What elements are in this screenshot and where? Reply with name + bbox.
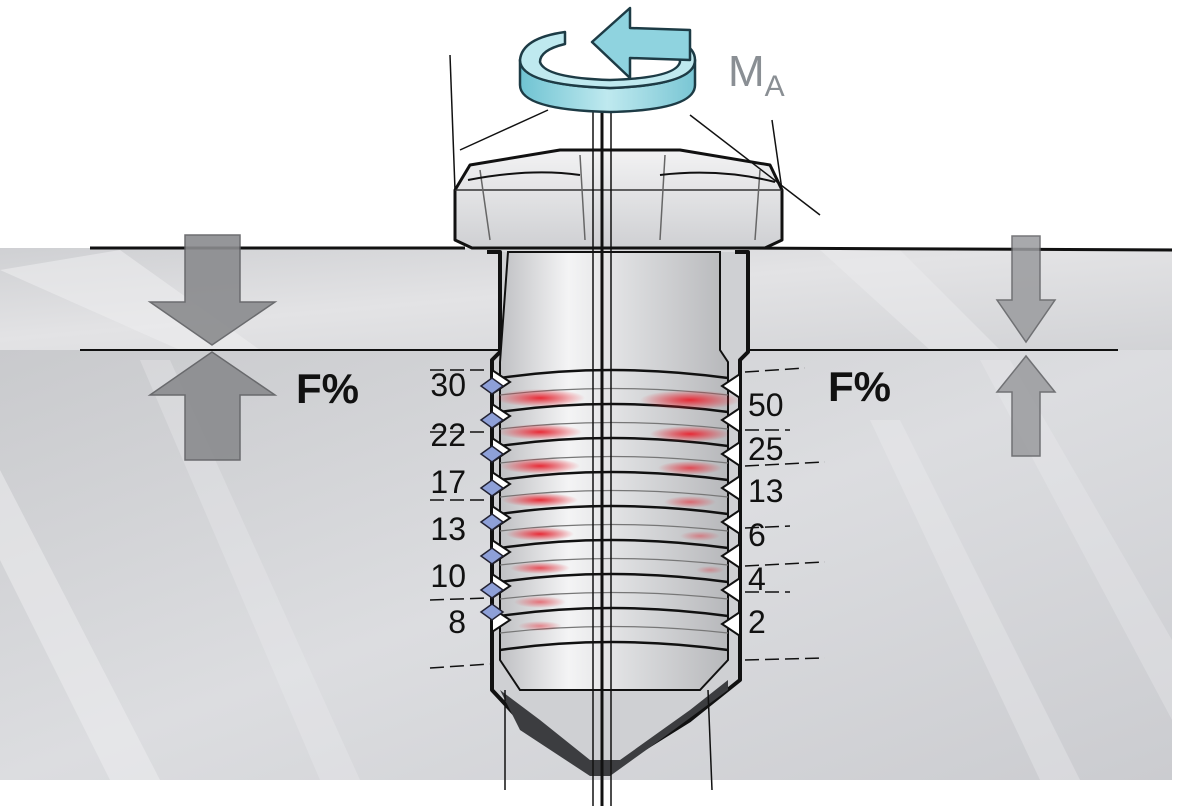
load-highlight-right-6 bbox=[696, 566, 724, 574]
rotation-arrow-icon bbox=[518, 6, 697, 114]
left-load-label: 13 bbox=[430, 511, 466, 547]
right-load-label: 50 bbox=[748, 387, 784, 423]
load-highlight-right-3 bbox=[658, 461, 722, 475]
joint-lines bbox=[80, 246, 1173, 351]
thread-marker-6 bbox=[479, 547, 505, 565]
torque-label: MA bbox=[728, 47, 785, 103]
left-load-label: 30 bbox=[430, 367, 466, 403]
force-arrow-right-up bbox=[995, 354, 1057, 457]
right-load-label: 25 bbox=[748, 431, 784, 467]
force-label-right: F% bbox=[828, 363, 891, 410]
load-highlight-left-7 bbox=[514, 596, 566, 608]
left-load-label: 8 bbox=[448, 604, 466, 640]
right-thread-load-labels: 50 25 13 6 4 2 bbox=[748, 387, 784, 640]
load-highlight-right-5 bbox=[680, 531, 720, 541]
thread-marker-2 bbox=[479, 411, 505, 429]
right-load-label: 13 bbox=[748, 473, 784, 509]
force-arrow-icon bbox=[147, 234, 1057, 461]
load-highlight-left-5 bbox=[506, 527, 574, 541]
load-highlight-left-8 bbox=[518, 621, 562, 631]
right-load-label: 6 bbox=[748, 517, 766, 553]
force-arrow-left-down bbox=[147, 234, 278, 346]
thread-load-highlights bbox=[495, 389, 740, 631]
load-highlight-right-4 bbox=[664, 496, 716, 508]
construction-lines bbox=[429, 54, 826, 806]
load-highlight-left-6 bbox=[510, 562, 570, 574]
bolt-threads bbox=[499, 368, 729, 652]
thread-marker-8 bbox=[479, 603, 505, 621]
left-load-label: 10 bbox=[430, 558, 466, 594]
thread-marker-4 bbox=[479, 479, 505, 497]
load-highlight-left-3 bbox=[500, 458, 580, 474]
force-arrow-right-down bbox=[995, 235, 1057, 344]
thread-marker-3 bbox=[479, 445, 505, 463]
thread-marker-5 bbox=[479, 513, 505, 531]
right-load-label: 4 bbox=[748, 561, 766, 597]
force-arrow-left-up bbox=[147, 351, 278, 461]
thread-markers bbox=[479, 377, 505, 621]
load-highlight-left-4 bbox=[502, 493, 578, 507]
nut-thread-flanks bbox=[491, 368, 741, 638]
load-highlight-right-2 bbox=[650, 426, 730, 442]
right-load-label: 2 bbox=[748, 604, 766, 640]
torque-label-sub: A bbox=[765, 70, 785, 103]
thread-marker-1 bbox=[479, 377, 505, 395]
force-label-left: F% bbox=[296, 365, 359, 412]
torque-label-main: M bbox=[728, 47, 765, 96]
left-load-label: 22 bbox=[430, 417, 466, 453]
thread-marker-7 bbox=[479, 581, 505, 599]
bolt-head bbox=[453, 148, 784, 250]
left-thread-load-labels: 30 22 17 13 10 8 bbox=[430, 367, 466, 640]
load-highlight-right-1 bbox=[640, 390, 740, 410]
load-highlight-left-2 bbox=[498, 424, 582, 440]
load-highlight-left-1 bbox=[495, 389, 585, 407]
left-load-label: 17 bbox=[430, 464, 466, 500]
